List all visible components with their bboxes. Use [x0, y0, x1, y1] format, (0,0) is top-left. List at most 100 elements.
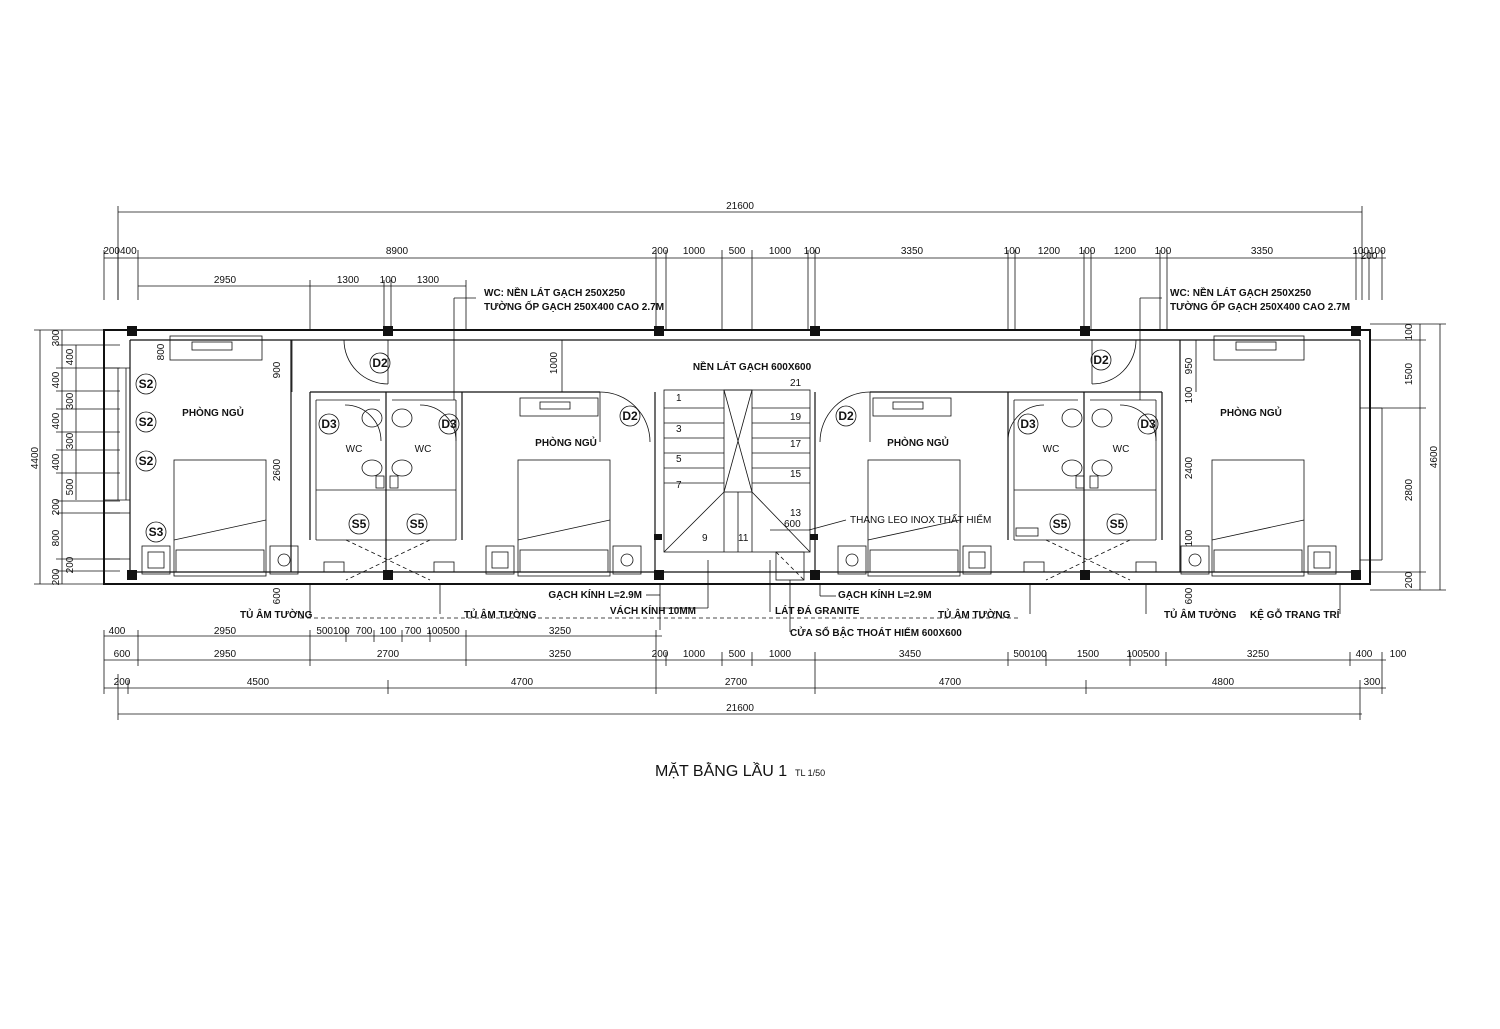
note-glass-brick-right: GẠCH KÍNH L=2.9M: [838, 588, 932, 601]
dim-b2-400: 400: [1356, 649, 1373, 660]
dim-v-100: 100: [1184, 386, 1195, 403]
note-glass-brick-left: GẠCH KÍNH L=2.9M: [548, 588, 642, 601]
dim-total-top: 21600: [726, 201, 754, 212]
dim-v-2600: 2600: [272, 458, 283, 481]
dim-b1-500100: 500100: [316, 626, 350, 637]
tag-d2-b: D2: [1093, 353, 1109, 367]
dim-b3-4700b: 4700: [939, 677, 962, 688]
dim-r-100a: 100: [804, 246, 821, 257]
dim-l-400a: 400: [65, 348, 76, 365]
dim-b3-2700: 2700: [725, 677, 748, 688]
stair-step-15: 15: [790, 469, 802, 480]
tag-s5-b: S5: [410, 517, 425, 531]
annotation-leaders: [309, 297, 1341, 632]
dim-l-300c: 300: [65, 432, 76, 449]
dim-b2-200: 200: [652, 649, 669, 660]
dim-l-400b: 400: [51, 371, 62, 388]
dim-b2-1000a: 1000: [683, 649, 706, 660]
dim-l-800: 800: [51, 529, 62, 546]
dim-b2-500100: 500100: [1013, 649, 1047, 660]
room-bedroom-3: PHÒNG NGỦ: [887, 436, 949, 449]
dim-r-3350b: 3350: [1251, 246, 1274, 257]
dim-b2-3250b: 3250: [1247, 649, 1270, 660]
stair-step-21: 21: [790, 378, 802, 389]
dim-b1-700b: 700: [405, 626, 422, 637]
tag-s5-a: S5: [352, 517, 367, 531]
dim-total-bottom: 21600: [726, 703, 754, 714]
note-escape-window: CỬA SỔ BẬC THOÁT HIỂM 600X600: [790, 626, 962, 639]
dim-r-8900: 8900: [386, 246, 409, 257]
stair-step-9: 9: [702, 533, 708, 544]
tag-d3-d: D3: [1140, 417, 1156, 431]
dim-l-4400: 4400: [30, 446, 41, 469]
stair-step-1: 1: [676, 393, 682, 404]
dim-b3-4700a: 4700: [511, 677, 534, 688]
staircase: [663, 389, 811, 581]
note-wardrobe-3: TỦ ÂM TƯỜNG: [938, 608, 1011, 621]
dim-l-200b: 200: [65, 556, 76, 573]
stair-dim-600: 600: [784, 519, 801, 530]
dim-r-500: 500: [729, 246, 746, 257]
room-wc-2: WC: [415, 444, 432, 455]
note-wc-left-floor: WC: NỀN LÁT GẠCH 250X250: [484, 286, 626, 299]
room-wc-1: WC: [346, 444, 363, 455]
dim-b2-100: 100: [1390, 649, 1407, 660]
room-bedroom-2: PHÒNG NGỦ: [535, 436, 597, 449]
room-wc-4: WC: [1113, 444, 1130, 455]
right-dimension-lines: 100 1500 2800 200 4600: [1370, 323, 1446, 591]
dim-r-1000a: 1000: [683, 246, 706, 257]
dim-ri-2800: 2800: [1404, 478, 1415, 501]
dim-b3-4800: 4800: [1212, 677, 1235, 688]
room-labels: PHÒNG NGỦ PHÒNG NGỦ PHÒNG NGỦ PHÒNG NGỦ …: [182, 406, 1282, 455]
dim-ri-100: 100: [1404, 323, 1415, 340]
dim-v-950: 950: [1184, 357, 1195, 374]
bottom-dimension-lines: 400 2950 500100 700 100 700 100500 3250 …: [103, 626, 1407, 720]
dim-r-200400: 200400: [103, 246, 137, 257]
note-wc-left-wall: TƯỜNG ỐP GẠCH 250X400 CAO 2.7M: [484, 299, 664, 313]
dim-ri-200: 200: [1404, 571, 1415, 588]
dim-b3-200: 200: [114, 677, 131, 688]
dim-r2-100: 100: [380, 275, 397, 286]
dim-v-100b: 100: [1184, 529, 1195, 546]
dim-r-1200a: 1200: [1038, 246, 1061, 257]
tag-s5-c: S5: [1053, 517, 1068, 531]
dim-b2-100500: 100500: [1126, 649, 1160, 660]
annotations: WC: NỀN LÁT GẠCH 250X250 TƯỜNG ỐP GẠCH 2…: [240, 286, 1350, 639]
stair-step-17: 17: [790, 439, 802, 450]
dim-b3-300: 300: [1364, 677, 1381, 688]
stair-step-7: 7: [676, 480, 682, 491]
opening-tags: S2 S2 S2 S3 D2 D2 D2 D2 D3 D3 D3 D3 S5 S…: [135, 349, 1159, 543]
dim-l-300b: 300: [65, 392, 76, 409]
dim-b1-400: 400: [109, 626, 126, 637]
dim-b2-1000b: 1000: [769, 649, 792, 660]
stair-step-11: 11: [738, 533, 749, 544]
dim-v-900: 900: [272, 361, 283, 378]
tag-d2-c: D2: [622, 409, 638, 423]
tag-s2-b: S2: [139, 415, 154, 429]
dim-r2-1300b: 1300: [417, 275, 440, 286]
dim-r-100100: 100100: [1352, 246, 1386, 257]
dim-r-1200b: 1200: [1114, 246, 1137, 257]
note-granite: LÁT ĐÁ GRANITE: [775, 604, 860, 617]
tag-d3-b: D3: [441, 417, 457, 431]
note-wardrobe-1: TỦ ÂM TƯỜNG: [240, 608, 313, 621]
stair-step-5: 5: [676, 454, 682, 465]
dim-v-2400: 2400: [1184, 456, 1195, 479]
dim-r-1000b: 1000: [769, 246, 792, 257]
note-ladder: THANG LEO INOX THẤT HIỂM: [850, 513, 991, 526]
room-bedroom-4: PHÒNG NGỦ: [1220, 406, 1282, 419]
dim-l-300: 300: [51, 329, 62, 346]
dim-b2-3450: 3450: [899, 649, 922, 660]
dim-b2-1500: 1500: [1077, 649, 1100, 660]
dim-r-100b: 100: [1004, 246, 1021, 257]
dim-b1-3250: 3250: [549, 626, 572, 637]
tag-s2-c: S2: [139, 454, 154, 468]
structural-columns: [127, 326, 1361, 580]
dim-l-500: 500: [65, 478, 76, 495]
note-wardrobe-4: TỦ ÂM TƯỜNG: [1164, 608, 1237, 621]
tag-d3-c: D3: [1020, 417, 1036, 431]
tag-s5-d: S5: [1110, 517, 1125, 531]
dim-r2-2950: 2950: [214, 275, 237, 286]
stair-step-13: 13: [790, 508, 802, 519]
